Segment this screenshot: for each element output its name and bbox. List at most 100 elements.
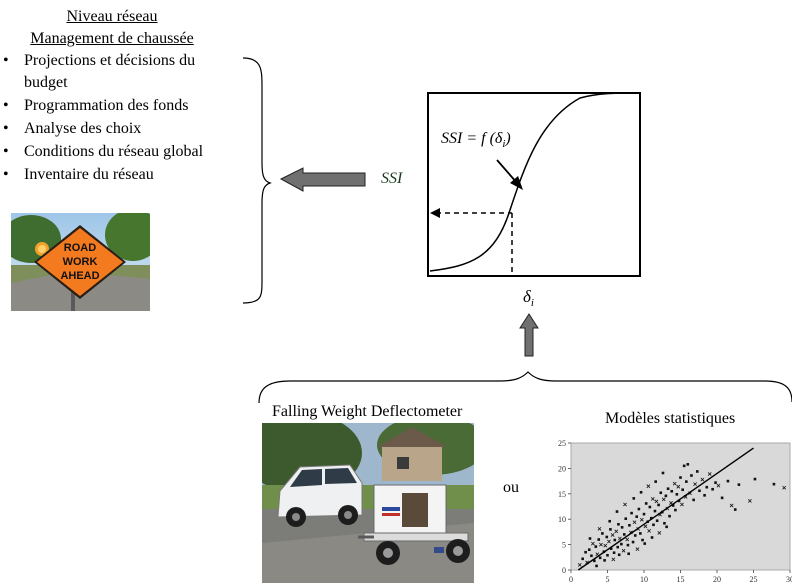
data-point bbox=[594, 545, 598, 548]
data-point bbox=[639, 490, 643, 494]
data-point bbox=[607, 539, 611, 544]
sign-text-work: WORK bbox=[63, 256, 98, 268]
data-point bbox=[668, 514, 671, 518]
data-point bbox=[599, 542, 603, 547]
data-point bbox=[624, 517, 628, 520]
data-point bbox=[603, 559, 606, 562]
network-items-list: Projections et décisions du budget Progr… bbox=[0, 50, 240, 187]
data-point bbox=[611, 557, 616, 562]
data-point bbox=[657, 531, 662, 535]
data-point bbox=[747, 499, 752, 503]
data-point bbox=[664, 494, 668, 498]
data-point bbox=[681, 488, 684, 492]
data-point bbox=[598, 556, 602, 560]
data-point bbox=[716, 483, 721, 488]
y-tick-label: 10 bbox=[558, 515, 566, 524]
data-point bbox=[591, 541, 595, 546]
data-point bbox=[654, 499, 659, 504]
data-point bbox=[588, 537, 592, 540]
dashed-arrow-head bbox=[430, 208, 440, 218]
or-label: ou bbox=[503, 479, 519, 496]
data-point bbox=[630, 511, 633, 515]
x-tick-label: 20 bbox=[713, 575, 721, 584]
data-point bbox=[622, 533, 626, 536]
y-tick-label: 15 bbox=[558, 490, 566, 499]
data-point bbox=[772, 482, 776, 486]
sign-text-ahead: AHEAD bbox=[60, 270, 99, 282]
network-heading-line1: Niveau réseau bbox=[66, 8, 158, 25]
data-point bbox=[642, 512, 646, 516]
data-point bbox=[593, 559, 596, 563]
y-tick-label: 0 bbox=[562, 566, 566, 575]
data-point bbox=[627, 552, 630, 556]
fwd-trailer-photo bbox=[262, 423, 474, 583]
data-point bbox=[733, 508, 737, 511]
data-point bbox=[671, 504, 675, 507]
data-point bbox=[655, 519, 659, 523]
data-point bbox=[720, 496, 724, 500]
suv bbox=[277, 464, 363, 527]
data-point bbox=[714, 481, 717, 484]
data-point bbox=[700, 477, 705, 482]
data-point bbox=[609, 528, 612, 531]
data-point bbox=[693, 482, 697, 487]
data-point bbox=[601, 532, 604, 535]
network-item-conditions: Conditions du réseau global bbox=[0, 141, 240, 163]
ssi-function-label: SSI = f (δi) bbox=[441, 130, 511, 150]
data-point bbox=[617, 522, 620, 526]
left-curly-brace bbox=[242, 57, 272, 304]
data-point bbox=[670, 489, 674, 493]
data-point bbox=[581, 557, 584, 561]
function-box bbox=[427, 92, 641, 277]
delta-label: δi bbox=[523, 287, 534, 309]
network-item-inventory: Inventaire du réseau bbox=[0, 164, 240, 186]
data-point bbox=[620, 526, 624, 529]
data-point bbox=[635, 547, 640, 552]
data-point bbox=[672, 481, 677, 486]
data-point bbox=[680, 502, 684, 507]
data-point bbox=[686, 463, 690, 466]
data-point bbox=[614, 529, 619, 534]
data-point bbox=[606, 553, 609, 557]
ssi-curve bbox=[429, 92, 639, 272]
data-point bbox=[643, 542, 647, 545]
trend-line bbox=[577, 447, 754, 571]
data-point bbox=[617, 553, 621, 557]
data-point bbox=[577, 563, 582, 567]
data-point bbox=[659, 491, 663, 495]
function-pointer-line bbox=[496, 159, 518, 184]
data-point bbox=[705, 485, 709, 489]
y-tick-label: 25 bbox=[558, 439, 566, 448]
data-point bbox=[707, 472, 712, 476]
data-point bbox=[661, 471, 665, 475]
data-point bbox=[632, 520, 637, 525]
data-point bbox=[637, 507, 641, 511]
data-point bbox=[610, 533, 615, 537]
data-point bbox=[737, 483, 741, 486]
data-point bbox=[661, 497, 666, 502]
data-point bbox=[647, 529, 651, 533]
data-point bbox=[632, 497, 636, 500]
network-item-choices: Analyse des choix bbox=[0, 118, 240, 140]
data-point bbox=[603, 543, 608, 548]
y-tick-label: 20 bbox=[558, 464, 566, 473]
road-work-sign: ROAD WORK AHEAD bbox=[34, 225, 126, 299]
data-point bbox=[729, 503, 734, 508]
data-point bbox=[782, 485, 787, 490]
x-tick-label: 5 bbox=[606, 575, 610, 584]
x-tick-label: 0 bbox=[569, 575, 573, 584]
data-point bbox=[608, 519, 611, 523]
network-item-budget: Projections et décisions du budget bbox=[0, 50, 240, 94]
data-point bbox=[692, 498, 695, 502]
data-point bbox=[665, 525, 668, 529]
up-arrow bbox=[519, 313, 539, 357]
data-point bbox=[635, 515, 638, 518]
data-point bbox=[690, 474, 693, 477]
data-point bbox=[643, 524, 648, 529]
data-point bbox=[612, 551, 616, 555]
data-point bbox=[675, 493, 679, 496]
data-point bbox=[633, 534, 637, 537]
data-point bbox=[639, 532, 642, 535]
data-point bbox=[597, 538, 601, 541]
